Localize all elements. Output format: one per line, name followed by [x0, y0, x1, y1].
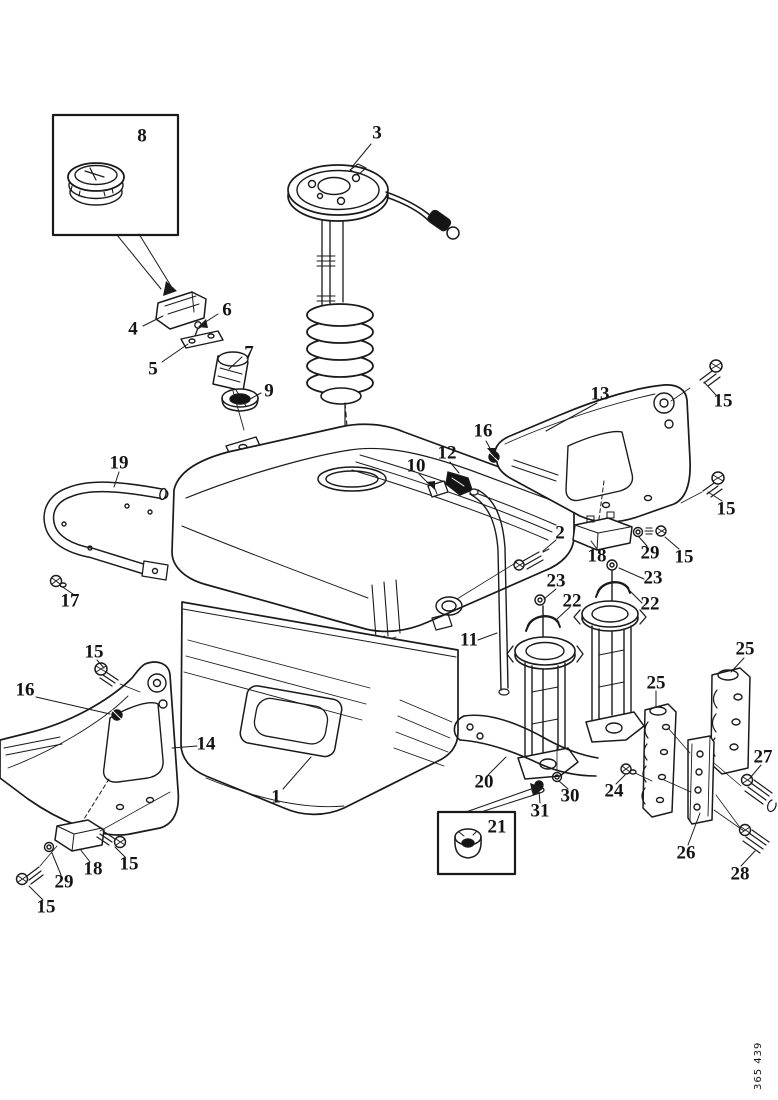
part-label-18[interactable]: 18: [587, 545, 607, 567]
part-label-3[interactable]: 3: [372, 122, 382, 144]
part-label-6[interactable]: 6: [222, 299, 232, 321]
part-label-15[interactable]: 15: [36, 896, 56, 918]
handle-bracket-drawing: [43, 481, 169, 588]
part-label-15[interactable]: 15: [713, 390, 733, 412]
part-label-12[interactable]: 12: [437, 442, 457, 464]
part-label-13[interactable]: 13: [590, 383, 610, 405]
part-label-15[interactable]: 15: [716, 498, 736, 520]
part-label-1[interactable]: 1: [271, 786, 281, 808]
part-label-4[interactable]: 4: [128, 318, 138, 340]
part-label-10[interactable]: 10: [406, 455, 426, 477]
part-label-14[interactable]: 14: [196, 733, 216, 755]
part-label-11[interactable]: 11: [460, 629, 478, 651]
part-label-7[interactable]: 7: [244, 342, 254, 364]
part-label-15[interactable]: 15: [674, 546, 694, 568]
inset-box-plug-drawing: [436, 810, 517, 876]
fuel-sender-drawing: [287, 163, 460, 463]
right-bracket-drawing: [488, 359, 725, 523]
part-label-30[interactable]: 30: [560, 785, 580, 807]
part-label-17[interactable]: 17: [60, 590, 80, 612]
part-label-25[interactable]: 25: [735, 638, 755, 660]
part-label-22[interactable]: 22: [562, 590, 582, 612]
part-label-21[interactable]: 21: [487, 816, 507, 838]
part-label-8[interactable]: 8: [137, 125, 147, 147]
part-label-31[interactable]: 31: [530, 800, 550, 822]
part-label-23[interactable]: 23: [643, 567, 663, 589]
fuel-tank-upper-drawing: [171, 423, 575, 642]
part-label-20[interactable]: 20: [474, 771, 494, 793]
part-label-18[interactable]: 18: [83, 858, 103, 880]
filler-neck-parts-drawing: [155, 291, 262, 458]
part-label-19[interactable]: 19: [109, 452, 129, 474]
art-number: 365 439: [753, 1041, 764, 1090]
part-label-23[interactable]: 23: [546, 570, 566, 592]
part-label-29[interactable]: 29: [640, 542, 660, 564]
mount-channels-drawing: [620, 667, 777, 854]
part-label-29[interactable]: 29: [54, 871, 74, 893]
leader-lines: [28, 143, 762, 901]
part-label-15[interactable]: 15: [84, 641, 104, 663]
part-label-22[interactable]: 22: [640, 593, 660, 615]
part-label-15[interactable]: 15: [119, 853, 139, 875]
right-anchor-hardware-drawing: [456, 480, 667, 600]
part-label-27[interactable]: 27: [753, 746, 773, 768]
inset-box-cap-drawing: [51, 113, 180, 237]
part-label-9[interactable]: 9: [264, 380, 274, 402]
part-label-5[interactable]: 5: [148, 358, 158, 380]
part-label-25[interactable]: 25: [646, 672, 666, 694]
part-label-16[interactable]: 16: [15, 679, 35, 701]
part-label-2[interactable]: 2: [555, 522, 565, 544]
part-label-28[interactable]: 28: [730, 863, 750, 885]
left-bracket-drawing: [0, 661, 180, 886]
part-label-26[interactable]: 26: [676, 842, 696, 864]
part-label-24[interactable]: 24: [604, 780, 624, 802]
fuel-tank-lower-drawing: [180, 601, 459, 816]
part-label-16[interactable]: 16: [473, 420, 493, 442]
tank-strap-towers-drawing: [506, 559, 647, 780]
